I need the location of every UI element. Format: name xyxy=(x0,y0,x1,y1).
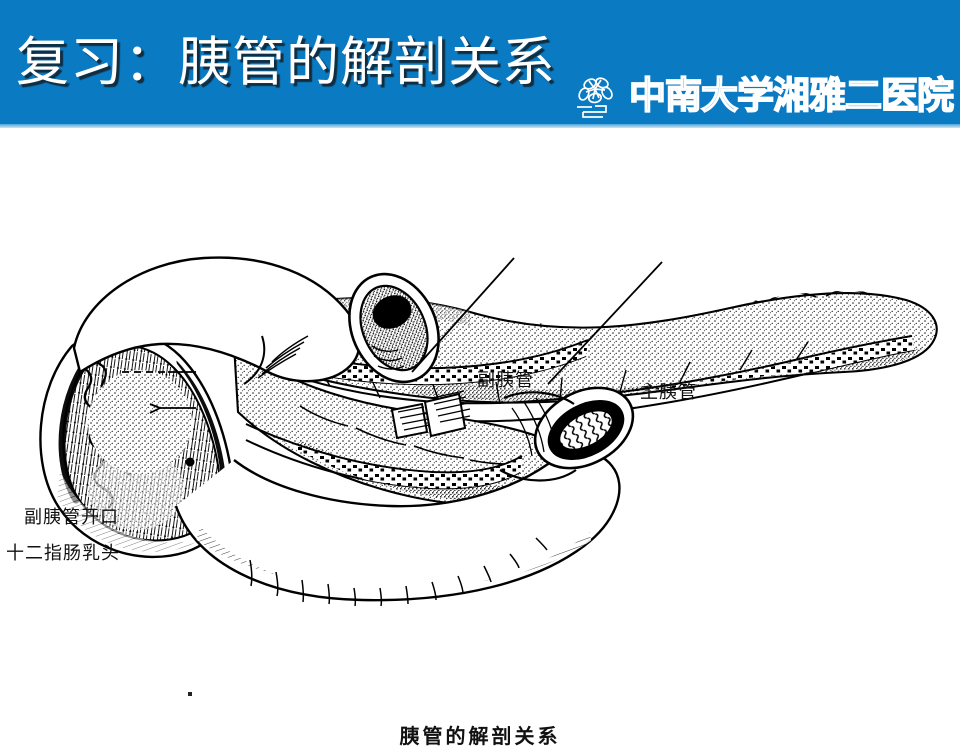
leader-lines xyxy=(122,257,663,414)
anatomy-figure: 副胰管 主胰管 副胰管开口 十二指肠乳头 胰管的解剖关系 xyxy=(0,140,960,748)
leader-main-duct xyxy=(547,261,663,385)
duct-cut-insets xyxy=(390,390,471,440)
label-main-pancreatic-duct: 主胰管 xyxy=(640,382,697,403)
figure-caption: 胰管的解剖关系 xyxy=(399,724,561,748)
slide-header-band xyxy=(0,0,960,124)
pancreatic-duct-diagram xyxy=(39,256,938,607)
footer-mark xyxy=(188,692,192,696)
duodenum-cut-end-lower xyxy=(499,386,635,482)
header-underline xyxy=(0,124,960,128)
leader-accessory-duct xyxy=(411,257,515,373)
duodenal-bulb xyxy=(72,256,361,385)
leader-papilla-arrowhead xyxy=(149,403,163,414)
label-accessory-pancreatic-duct: 副胰管 xyxy=(477,370,534,391)
hospital-name: 中南大学湘雅二医院 xyxy=(628,73,955,118)
duodenum-horizontal-part xyxy=(174,451,621,607)
hospital-logo: 中南大学湘雅二医院 xyxy=(573,73,955,122)
page-title: 复习：胰管的解剖关系 xyxy=(16,32,556,93)
flower-in-pot-icon xyxy=(573,75,623,121)
label-duodenal-papilla: 十二指肠乳头 xyxy=(6,543,120,564)
duodenum-cut-end-upper xyxy=(348,272,440,384)
accessory-opening-marker xyxy=(185,457,195,467)
label-accessory-duct-opening: 副胰管开口 xyxy=(24,507,119,528)
